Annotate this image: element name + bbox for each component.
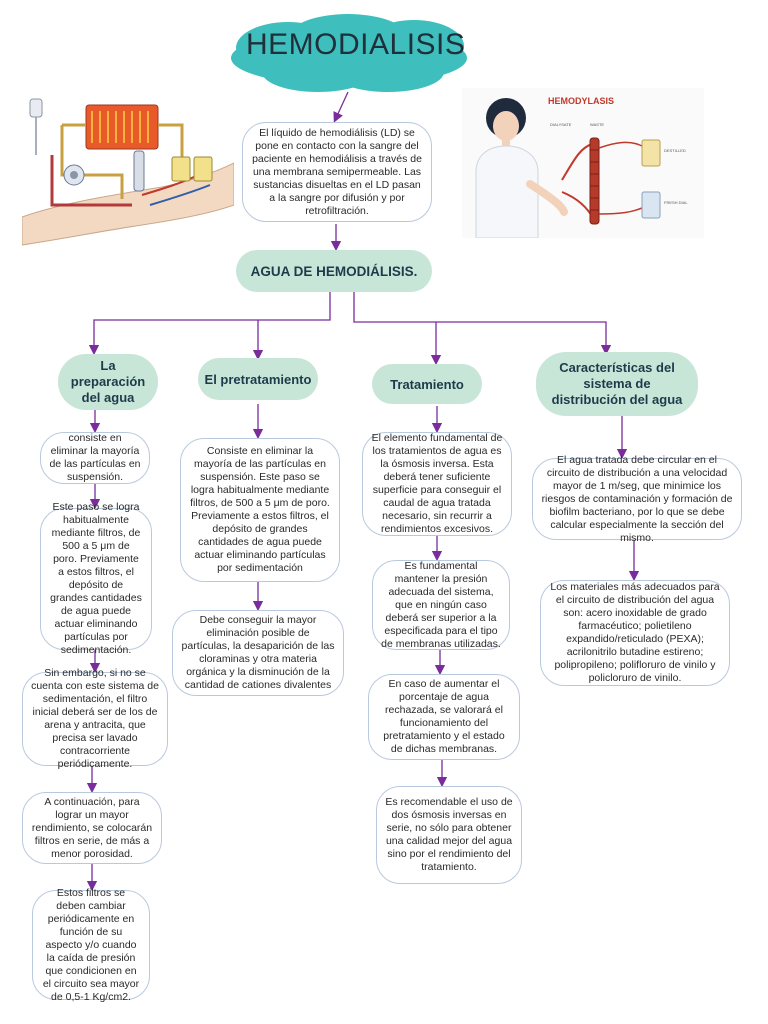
central-node: AGUA DE HEMODIÁLISIS. bbox=[236, 250, 432, 292]
dialysis-machine-illustration bbox=[22, 98, 234, 246]
branch-title-pretratamiento: El pretratamiento bbox=[198, 358, 318, 400]
preparacion-box-3: Sin embargo, si no se cuenta con este si… bbox=[22, 667, 168, 770]
label-waste: WASTE bbox=[590, 122, 605, 127]
branch-title-tratamiento: Tratamiento bbox=[372, 364, 482, 404]
preparacion-box-4: A continuación, para lograr un mayor ren… bbox=[22, 792, 162, 864]
patient-dialysis-illustration: HEMODYLASIS DIALYSATE WASTE DESTILLED FR… bbox=[462, 88, 704, 238]
pretratamiento-box-1: Consiste en eliminar la mayoría de las p… bbox=[180, 438, 340, 582]
tratamiento-box-1: El elemento fundamental de los tratamien… bbox=[362, 432, 512, 536]
page-title: HEMODIALISIS bbox=[246, 28, 466, 61]
branch-title-distribucion: Características del sistema de distribuc… bbox=[536, 352, 698, 416]
label-fresh: FRESH DIAL bbox=[664, 200, 688, 205]
title-cloud bbox=[231, 14, 467, 92]
distribucion-box-1: El agua tratada debe circular en el circ… bbox=[532, 454, 742, 544]
label-destilled: DESTILLED bbox=[664, 148, 686, 153]
branch-title-preparacion: La preparación del agua bbox=[58, 354, 158, 410]
intro-box: El líquido de hemodiálisis (LD) se pone … bbox=[242, 122, 432, 222]
preparacion-box-1: consiste en eliminar la mayoría de las p… bbox=[40, 432, 150, 484]
preparacion-box-2: Este paso se logra habitualmente mediant… bbox=[40, 501, 152, 656]
pretratamiento-box-2: Debe conseguir la mayor eliminación posi… bbox=[172, 610, 344, 696]
tratamiento-box-3: En caso de aumentar el porcentaje de agu… bbox=[368, 674, 520, 760]
illustration-heading: HEMODYLASIS bbox=[548, 96, 615, 106]
tratamiento-box-2: Es fundamental mantener la presión adecu… bbox=[372, 560, 510, 650]
distribucion-box-2: Los materiales más adecuados para el cir… bbox=[540, 580, 730, 686]
label-dialysate: DIALYSATE bbox=[550, 122, 572, 127]
preparacion-box-5: Estos filtros se deben cambiar periódica… bbox=[32, 887, 150, 1003]
tratamiento-box-4: Es recomendable el uso de dos ósmosis in… bbox=[376, 786, 522, 884]
